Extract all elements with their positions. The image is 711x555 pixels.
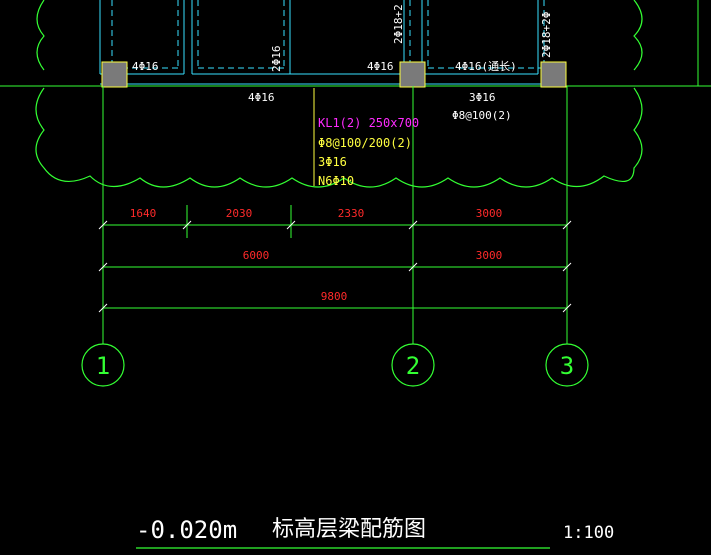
axis-label-3: 3 xyxy=(560,352,574,380)
dim-2330: 2330 xyxy=(338,207,365,220)
column-axis-3 xyxy=(540,61,567,88)
dim-6000: 6000 xyxy=(243,249,270,262)
rebar-upper-vertical-2: 2Φ18+2Φ xyxy=(540,12,553,58)
beam-side-bars: N6Φ10 xyxy=(318,174,354,188)
column-axis-1 xyxy=(101,61,128,88)
axis-label-2: 2 xyxy=(406,352,420,380)
beam-stirrups: Φ8@100/200(2) xyxy=(318,136,412,150)
rebar-bottom-left: 4Φ16 xyxy=(248,91,275,104)
hidden-rebar-lines xyxy=(111,0,545,69)
upper-beam-outlines xyxy=(99,0,566,85)
title-scale: 1:100 xyxy=(563,523,614,543)
dimension-lines xyxy=(103,205,567,309)
dim-3000-b: 3000 xyxy=(476,249,503,262)
dim-2030: 2030 xyxy=(226,207,253,220)
columns xyxy=(101,61,567,88)
revision-cloud-lower xyxy=(35,87,643,188)
beam-bars: 3Φ16 xyxy=(318,155,347,169)
axis-bubble-1 xyxy=(81,343,125,387)
axis-bubble-3 xyxy=(545,343,589,387)
beam-tag: KL1(2) 250x700 xyxy=(318,116,419,130)
rebar-bottom-right-bars: 3Φ16 xyxy=(469,91,496,104)
axis-label-1: 1 xyxy=(96,352,110,380)
axis-bubbles xyxy=(81,343,589,387)
rebar-top-mid: 4Φ16 xyxy=(367,60,394,73)
rebar-top-mid-vertical: 2Φ16 xyxy=(270,46,283,73)
revision-cloud-upper xyxy=(36,0,643,71)
dim-9800: 9800 xyxy=(321,290,348,303)
column-axis-2 xyxy=(399,61,426,88)
dim-3000-a: 3000 xyxy=(476,207,503,220)
rebar-bottom-right-stirrup: Φ8@100(2) xyxy=(452,109,512,122)
dimension-ticks xyxy=(98,220,572,313)
title-name: 标高层梁配筋图 xyxy=(272,517,426,542)
axis-grid-lines xyxy=(102,86,568,344)
rebar-upper-vertical-1: 2Φ18+2 xyxy=(392,4,405,44)
rebar-top-left: 4Φ16 xyxy=(132,60,159,73)
dim-1640: 1640 xyxy=(130,207,157,220)
title-elevation: -0.020m xyxy=(136,516,237,544)
rebar-top-right: 4Φ16(通长) xyxy=(455,60,517,73)
axis-bubble-2 xyxy=(391,343,435,387)
